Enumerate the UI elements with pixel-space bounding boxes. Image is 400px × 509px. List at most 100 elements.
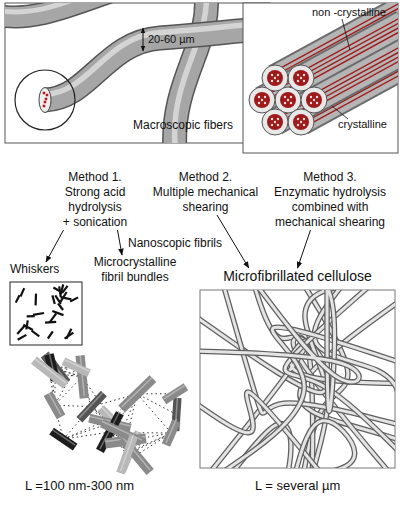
fiber-highlight bbox=[5, 3, 110, 12]
fibril-bundle-rod bbox=[100, 413, 120, 451]
fibril-bundle-rod bbox=[101, 408, 121, 429]
microfibril-outline bbox=[275, 45, 398, 122]
whisker-network-art bbox=[10, 282, 186, 473]
dotted-link bbox=[137, 394, 176, 415]
dotted-link bbox=[63, 419, 110, 439]
bundle-panel-art bbox=[243, 0, 400, 153]
whisker bbox=[34, 294, 37, 306]
rod-highlight bbox=[175, 396, 177, 429]
rod-highlight bbox=[100, 411, 120, 449]
dotted-link bbox=[52, 367, 55, 369]
microfibril-outline bbox=[293, 338, 390, 468]
mfc-network-art bbox=[194, 284, 400, 474]
crystalline-strand bbox=[302, 3, 398, 80]
dotted-link bbox=[137, 393, 175, 394]
whisker bbox=[53, 287, 62, 292]
crystalline-strand bbox=[311, 18, 398, 95]
whisker bbox=[55, 295, 61, 303]
rod-highlight bbox=[105, 436, 146, 441]
microfibril-face bbox=[262, 65, 288, 91]
microfibril-outline bbox=[200, 290, 364, 393]
chain-end bbox=[290, 102, 292, 104]
whisker bbox=[32, 331, 40, 337]
fibril-end bbox=[45, 93, 49, 97]
dotted-link bbox=[63, 407, 91, 439]
dotted-link bbox=[110, 432, 126, 441]
fiber-outline bbox=[45, 28, 270, 100]
method-block: Method 3.Enzymatic hydrolysis combined w… bbox=[265, 170, 395, 230]
dotted-link bbox=[126, 433, 172, 441]
microfibril-outline bbox=[301, 3, 398, 78]
microfibril-body bbox=[301, 3, 398, 78]
dotted-link bbox=[110, 394, 137, 432]
method-title: Method 2. bbox=[148, 170, 263, 185]
chain-end bbox=[316, 96, 318, 98]
chain-end bbox=[303, 80, 305, 82]
microfibril-face bbox=[288, 65, 314, 91]
method-title: Method 1. bbox=[50, 170, 140, 185]
whisker bbox=[59, 286, 61, 297]
crystalline-strand bbox=[315, 25, 398, 102]
dotted-link bbox=[126, 441, 136, 455]
whisker bbox=[65, 333, 74, 339]
chain-end bbox=[258, 96, 260, 98]
microfibril-body bbox=[220, 327, 395, 468]
dotted-link bbox=[92, 407, 122, 433]
crystalline-strand bbox=[276, 3, 398, 80]
chain-end bbox=[290, 96, 292, 98]
microfibril-outline bbox=[285, 290, 395, 454]
chain-end bbox=[277, 124, 279, 126]
dotted-link bbox=[110, 423, 127, 455]
inset-panel: Whiskers bbox=[10, 262, 82, 347]
chain-end bbox=[258, 102, 260, 104]
whisker bbox=[21, 288, 25, 296]
method-text: + sonication bbox=[50, 215, 140, 230]
chain-end bbox=[277, 118, 279, 120]
crystalline-strand bbox=[287, 21, 398, 98]
dotted-link bbox=[110, 432, 130, 451]
microfibril-outline bbox=[262, 23, 398, 100]
fiber-group bbox=[200, 290, 395, 468]
chain-end bbox=[277, 74, 279, 76]
rod-highlight bbox=[166, 419, 176, 443]
leader-line bbox=[332, 106, 348, 119]
crystalline-strand bbox=[261, 21, 398, 98]
whisker bbox=[23, 325, 33, 330]
crystalline-strand bbox=[289, 25, 398, 102]
dotted-link bbox=[130, 451, 136, 455]
microfibril-outline bbox=[314, 23, 398, 100]
whisker bbox=[48, 331, 53, 338]
dotted-link bbox=[111, 419, 122, 433]
whisker bbox=[52, 295, 54, 304]
dotted-link bbox=[109, 423, 110, 432]
rod-highlight bbox=[63, 359, 89, 371]
rod-highlight bbox=[122, 377, 153, 407]
microfibril-body bbox=[314, 290, 395, 403]
dimension-label: 20-60 µm bbox=[148, 33, 195, 47]
dotted-link bbox=[110, 432, 122, 433]
dotted-link bbox=[110, 423, 122, 432]
chain-end bbox=[297, 74, 299, 76]
method-text: Strong acid hydrolysis bbox=[50, 185, 140, 215]
microfibril-outline bbox=[303, 290, 348, 468]
dotted-link bbox=[110, 432, 136, 455]
fibril-bundle-rod bbox=[122, 439, 150, 473]
fiber-panel-art bbox=[0, 0, 280, 150]
dotted-link bbox=[126, 394, 138, 441]
crystalline-core bbox=[280, 92, 296, 108]
chain-end bbox=[284, 102, 286, 104]
dotted-link bbox=[110, 432, 127, 455]
microfibril-outline bbox=[326, 290, 334, 411]
dotted-link bbox=[55, 377, 83, 405]
dotted-link bbox=[55, 369, 56, 405]
rod-highlight bbox=[122, 430, 138, 469]
dotted-link bbox=[56, 369, 83, 377]
dotted-link bbox=[55, 405, 92, 406]
microfibril-body bbox=[200, 392, 322, 468]
length-label: L =100 nm-300 nm bbox=[25, 478, 134, 494]
part-label: non -crystalline bbox=[312, 6, 386, 20]
microfibril-outline bbox=[231, 424, 291, 468]
microfibril-body bbox=[254, 290, 313, 468]
whisker bbox=[58, 303, 63, 310]
chain-end bbox=[297, 124, 299, 126]
